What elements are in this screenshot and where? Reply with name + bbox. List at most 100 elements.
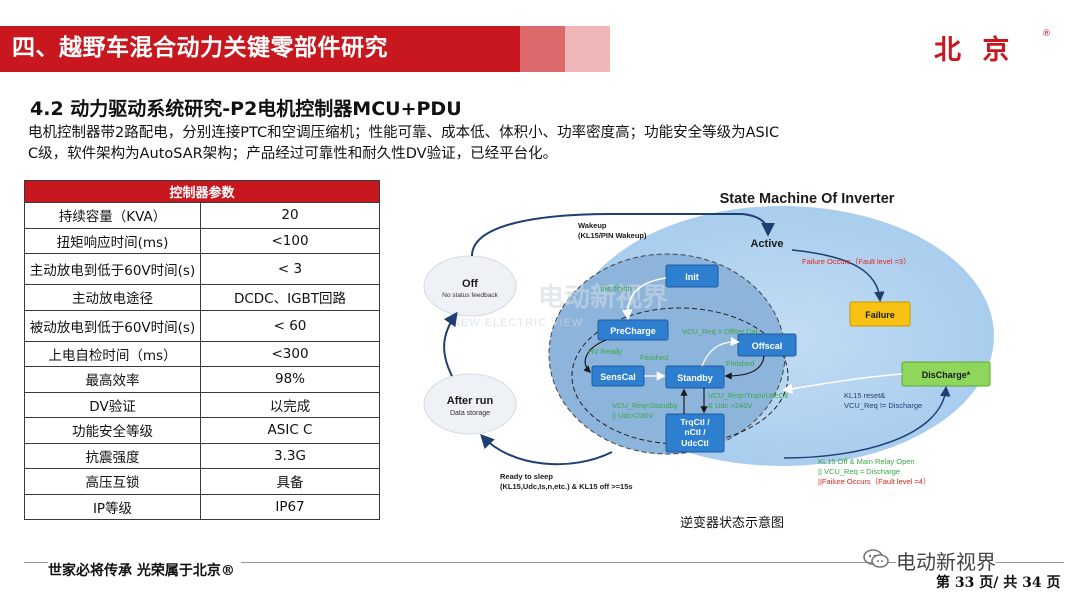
label-kl15-off: KL15 Off & Main Relay Open	[818, 457, 915, 466]
label-init-finish: Init. finish	[600, 284, 632, 293]
param-name: IP等级	[24, 493, 201, 520]
transition-afterrun-to-off	[443, 311, 458, 377]
header-band	[0, 26, 520, 72]
param-value: < 3	[200, 253, 380, 285]
param-name: 持续容量（KVA）	[24, 202, 201, 229]
label-vcu-standby: VCU_Req=Standby	[612, 401, 678, 410]
param-value: 20	[200, 202, 380, 229]
header-accent-block-light	[565, 26, 610, 72]
param-name: 被动放电到低于60V时间(s)	[24, 309, 201, 342]
param-name: 最高效率	[24, 366, 201, 393]
table-row: 持续容量（KVA）20	[24, 202, 380, 229]
param-value: DCDC、IGBT回路	[200, 284, 380, 311]
state-standby-label: Standby	[677, 373, 713, 383]
state-trqctl-label-2: nCtl /	[684, 427, 706, 437]
param-name: 抗震强度	[24, 442, 201, 469]
param-value: 以完成	[200, 391, 380, 418]
param-value: 具备	[200, 468, 380, 495]
label-ready-sleep: Ready to sleep	[500, 472, 553, 481]
transition-offset-cal	[701, 336, 740, 367]
state-active-label: Active	[750, 238, 783, 250]
table-row: 被动放电到低于60V时间(s)< 60	[24, 309, 380, 342]
registered-mark: ®	[1042, 29, 1051, 39]
page-number: 第 33 页/ 共 34 页	[936, 575, 1061, 591]
header-accent-block	[520, 26, 565, 72]
param-name: DV验证	[24, 391, 201, 418]
state-trqctl-label-1: TrqCtl /	[680, 417, 710, 427]
state-machine-diagram: State Machine Of Inverter 电动新视界 NEW ELEC…	[423, 191, 994, 491]
param-name: 高压互锁	[24, 468, 201, 495]
label-kl15-off-vcu: || VCU_Req = Discharge	[818, 467, 900, 476]
diagram-title: State Machine Of Inverter	[720, 191, 895, 207]
label-finished-senscal: Finished	[640, 353, 668, 362]
controller-params-table: 控制器参数 持续容量（KVA）20 扭矩响应时间(ms)<100 主动放电到低于…	[24, 180, 380, 520]
label-offset-cal: VCU_Req = Offset Cal	[682, 327, 758, 336]
table-row: DV验证以完成	[24, 391, 380, 418]
state-off	[423, 255, 517, 317]
label-kl15-reset: KL15 reset&	[844, 391, 885, 400]
transition-to-discharge	[783, 385, 951, 459]
wechat-account-name: 电动新视界	[896, 546, 996, 575]
param-value: < 60	[200, 309, 380, 342]
label-failure-occurs: Failure Occurs（Fault level =3）	[802, 257, 911, 266]
transition-kl15-reset	[781, 373, 903, 395]
state-init-label: Init	[685, 272, 699, 282]
label-ready-sleep-detail: (KL15,Udc,Is,n,etc.) & KL15 off >=15s	[500, 482, 633, 491]
diagram-caption: 逆变器状态示意图	[680, 516, 785, 531]
watermark-cn: 电动新视界	[538, 282, 668, 312]
section-subtitle: 4.2 动力驱动系统研究-P2电机控制器MCU+PDU	[30, 98, 462, 120]
param-value: 3.3G	[200, 442, 380, 469]
state-trqctl	[665, 413, 725, 453]
beijing-logo: 北 京	[934, 35, 1016, 66]
state-failure-label: Failure	[865, 310, 895, 320]
param-value: <300	[200, 340, 380, 367]
state-offscal-label: Offscal	[752, 341, 783, 351]
label-kl15-reset-vcu: VCU_Req != Discharge	[844, 401, 922, 410]
param-name: 主动放电到低于60V时间(s)	[24, 253, 201, 285]
footer-slogan: 世家必将传承 光荣属于北京®	[48, 560, 241, 580]
state-discharge-label: DisCharge*	[922, 370, 971, 380]
label-wakeup: Wakeup	[578, 221, 607, 230]
state-standby	[665, 365, 725, 389]
table-header: 控制器参数	[24, 180, 380, 203]
transition-wakeup	[471, 213, 775, 257]
section-description: 电机控制器带2路配电，分别连接PTC和空调压缩机；性能可靠、成本低、体积小、功率…	[28, 125, 780, 162]
param-name: 功能安全等级	[24, 417, 201, 444]
state-init	[665, 264, 719, 288]
param-name: 上电自检时间（ms）	[24, 340, 201, 367]
label-wakeup-detail: (KL15/PIN Wakeup)	[578, 231, 647, 240]
table-row: 扭矩响应时间(ms)<100	[24, 227, 380, 254]
transition-to-failure	[791, 249, 885, 303]
transition-init-finish	[622, 277, 667, 321]
table-row: 主动放电到低于60V时间(s)< 3	[24, 253, 380, 285]
transition-offscal-finished	[724, 355, 765, 380]
state-precharge	[597, 319, 669, 341]
transition-hv-ready	[583, 339, 607, 374]
label-vcu-trq-udc: & Udc >240V	[708, 401, 752, 410]
state-off-sublabel: No status feedback	[442, 292, 498, 299]
param-value: IP67	[200, 493, 380, 520]
param-name: 主动放电途径	[24, 284, 201, 311]
transition-ready-to-sleep	[480, 433, 613, 466]
param-value: <100	[200, 227, 380, 254]
param-name: 扭矩响应时间(ms)	[24, 227, 201, 254]
state-afterrun	[423, 373, 517, 435]
label-vcu-standby-udc: || Udc<230V	[612, 411, 653, 420]
state-off-label: Off	[462, 278, 478, 290]
page-title: 四、越野车混合动力关键零部件研究	[12, 35, 388, 61]
state-afterrun-label: After run	[447, 395, 494, 407]
param-value: 98%	[200, 366, 380, 393]
footer-divider	[24, 562, 1064, 563]
param-value: ASIC C	[200, 417, 380, 444]
state-trqctl-label-3: UdcCtl	[681, 438, 708, 448]
table-row: 上电自检时间（ms）<300	[24, 340, 380, 367]
wechat-icon	[863, 549, 889, 568]
label-finished-offscal: Finished	[726, 359, 754, 368]
state-afterrun-sublabel: Data storage	[450, 410, 490, 417]
state-senscal-label: SensCal	[600, 372, 636, 382]
